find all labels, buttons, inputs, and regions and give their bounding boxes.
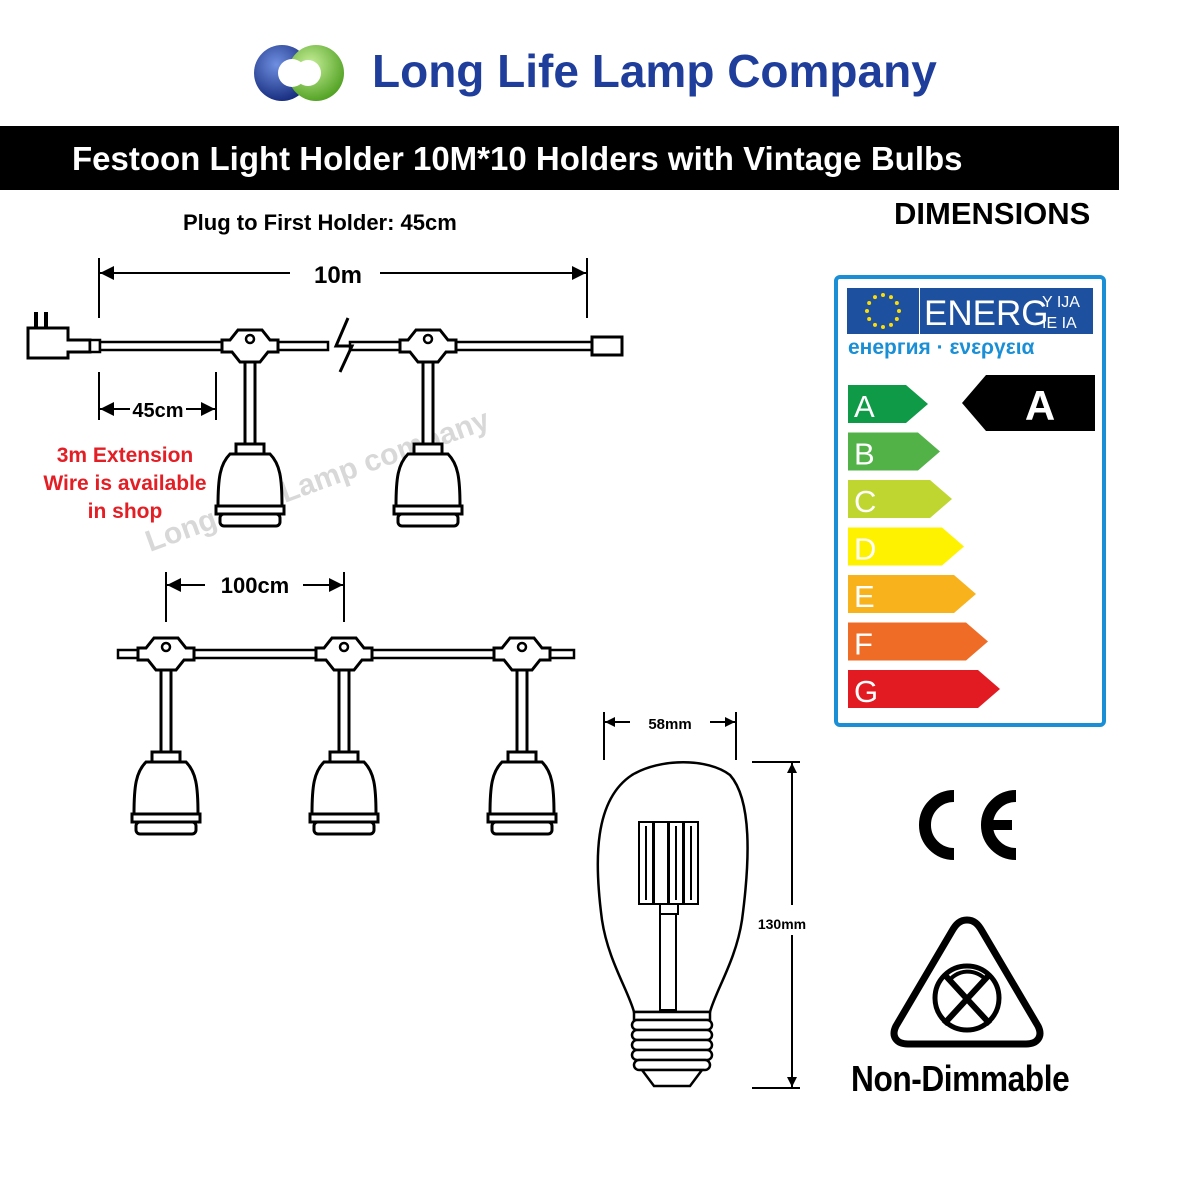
energy-class-bar-f [848, 622, 988, 661]
energy-class-bar-e [848, 575, 976, 613]
bottom-string [116, 636, 576, 836]
energy-class-letter-f: F [854, 627, 873, 662]
title-bar [0, 126, 1119, 190]
energy-class-letter-g: G [854, 674, 878, 709]
section-label: DIMENSIONS [894, 196, 1091, 231]
ce-mark-icon [919, 790, 1017, 860]
energy-class-bar-a [848, 385, 928, 423]
non-dimmable-label: Non-Dimmable [851, 1058, 1070, 1099]
eu-star [889, 322, 893, 327]
extension-note-line-3: in shop [87, 500, 163, 523]
crossed-dimmer-knob-icon [890, 916, 1044, 1048]
brand-name: Long Life Lamp Company [372, 45, 937, 97]
rating-letter: A [1025, 382, 1055, 429]
energy-class-letter-e: E [854, 579, 875, 614]
brand-logo-icon [254, 45, 344, 101]
extension-note-line-1: 3m Extension [56, 444, 194, 467]
energy-subtitle: енергия · ενεργεια [848, 336, 1035, 359]
energy-label: ENERG Y IJA IE IA енергия · ενεργεια ABC… [834, 275, 1106, 727]
page-title: Festoon Light Holder 10M*10 Holders with… [72, 140, 963, 177]
eu-star [897, 309, 901, 313]
total-length-label: 10m [314, 262, 362, 289]
energy-header-suffix-top: Y IJA [1042, 294, 1080, 311]
energy-class-bar-d [848, 527, 964, 566]
eu-star [894, 317, 899, 321]
plug-to-first-label: 45cm [132, 400, 183, 422]
energy-header-text: ENERG [924, 294, 1048, 333]
energy-class-letter-c: C [854, 484, 876, 519]
bulb-height-label: 130mm [758, 916, 806, 932]
eu-star [867, 301, 872, 305]
energy-class-bar-b [848, 432, 940, 471]
eu-star [873, 322, 877, 327]
vintage-bulb [596, 761, 749, 1088]
eu-star [881, 325, 885, 329]
eu-star [889, 295, 893, 300]
eu-star [873, 295, 877, 300]
energy-class-bar-g [848, 670, 1000, 708]
energy-header-suffix-bottom: IE IA [1042, 315, 1077, 332]
bulb-width-label: 58mm [648, 716, 691, 733]
spacing-label: 100cm [221, 573, 290, 598]
eu-star [865, 309, 869, 313]
eu-star [867, 317, 872, 321]
top-string [26, 312, 624, 528]
extension-note-line-2: Wire is available [43, 472, 207, 495]
energy-class-letter-d: D [854, 532, 876, 567]
rating-arrow [962, 375, 1095, 431]
eu-star [881, 293, 885, 297]
energy-class-bar-c [848, 480, 952, 518]
energy-class-letter-b: B [854, 437, 875, 472]
festoon-diagram: Long Life Lamp company 10m 45cm 100c [26, 258, 806, 1089]
energy-class-letter-a: A [854, 389, 875, 424]
plug-note: Plug to First Holder: 45cm [183, 210, 457, 235]
extension-note: 3m Extension Wire is available in shop [28, 442, 222, 526]
eu-star [894, 301, 899, 305]
